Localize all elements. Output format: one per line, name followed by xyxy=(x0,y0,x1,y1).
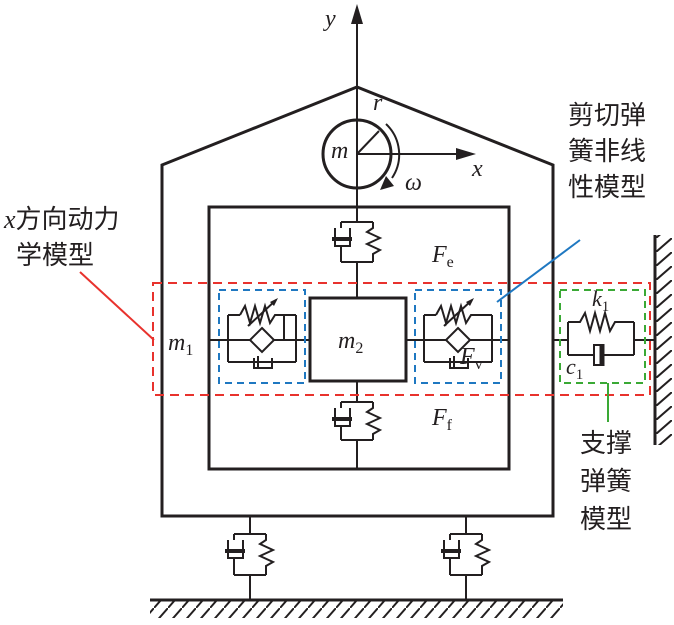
support-spring-damper xyxy=(567,309,635,366)
support-spring-box xyxy=(559,289,646,384)
support-label-line3: 模型 xyxy=(580,505,632,535)
shear-spring-element-right xyxy=(423,298,493,369)
mass-m2-label: m2 xyxy=(338,328,363,357)
ground-hatching xyxy=(150,601,563,618)
x-axis-arrowhead xyxy=(456,148,476,160)
foot-spring-damper-right xyxy=(441,516,492,600)
y-axis-label: y xyxy=(323,6,336,32)
eccentric-mass-label: m xyxy=(331,138,348,164)
force-Fe-label: Fe xyxy=(431,242,454,271)
shear-label-line1: 剪切弹 xyxy=(568,101,646,131)
shear-box-left xyxy=(218,289,306,384)
shear-spring-element-left xyxy=(227,298,297,369)
shear-label-line3: 性模型 xyxy=(568,173,646,203)
outer-housing xyxy=(160,85,555,518)
top-spring-damper xyxy=(332,210,383,298)
bottom-spring-damper xyxy=(332,381,383,469)
force-Fv-label: Fv xyxy=(459,344,483,373)
support-label-line1: 支撑 xyxy=(580,429,632,459)
support-damping-label: c1 xyxy=(566,354,583,383)
x-model-label-line1: x方向动力 xyxy=(3,205,120,235)
inner-frame xyxy=(207,205,511,471)
radius-label: r xyxy=(373,90,383,116)
shear-label-line2: 簧非线 xyxy=(568,137,646,167)
rotation-arrowhead xyxy=(380,176,394,190)
force-Ff-label: Ff xyxy=(431,405,453,434)
mass-m1-label: m1 xyxy=(168,330,193,359)
radius-line xyxy=(356,130,380,155)
rotation-arc xyxy=(385,123,401,179)
support-label-line2: 弹簧 xyxy=(580,467,632,497)
leader-shear-spring xyxy=(496,239,581,303)
eccentric-rotor xyxy=(321,118,401,190)
angular-velocity-label: ω xyxy=(405,170,422,196)
support-stiffness-label: k1 xyxy=(592,286,609,315)
leader-x-model xyxy=(79,271,155,341)
foot-spring-damper-left xyxy=(225,516,276,600)
x-model-label-line2: 学模型 xyxy=(16,241,94,271)
y-axis-arrowhead xyxy=(351,4,363,24)
shear-box-right xyxy=(414,289,502,384)
x-axis-label: x xyxy=(471,156,483,182)
wall-hatching xyxy=(656,235,672,445)
